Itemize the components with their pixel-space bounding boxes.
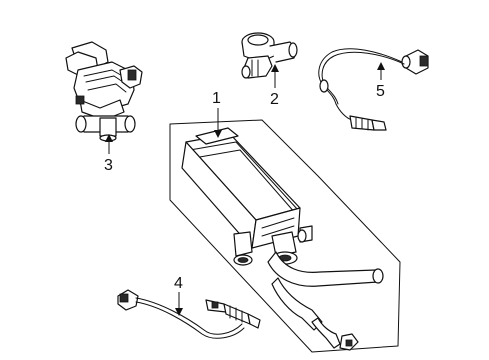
part-5-oxygen-sensor [318, 48, 429, 131]
part-1-charcoal-canister [169, 119, 401, 353]
callout-5: 5 [376, 62, 385, 100]
part-4-oxygen-sensor [117, 289, 261, 339]
callout-4-label: 4 [174, 275, 183, 292]
callout-2-label: 2 [270, 91, 279, 108]
part-2-valve [241, 32, 298, 79]
callout-3-label: 3 [104, 157, 113, 174]
callout-1: 1 [212, 90, 222, 138]
callout-4: 4 [174, 275, 183, 316]
callout-3: 3 [104, 134, 113, 174]
part-3-vacuum-valve [65, 41, 143, 142]
callout-2: 2 [270, 64, 279, 108]
callout-5-label: 5 [376, 83, 385, 100]
callout-1-label: 1 [212, 90, 221, 107]
